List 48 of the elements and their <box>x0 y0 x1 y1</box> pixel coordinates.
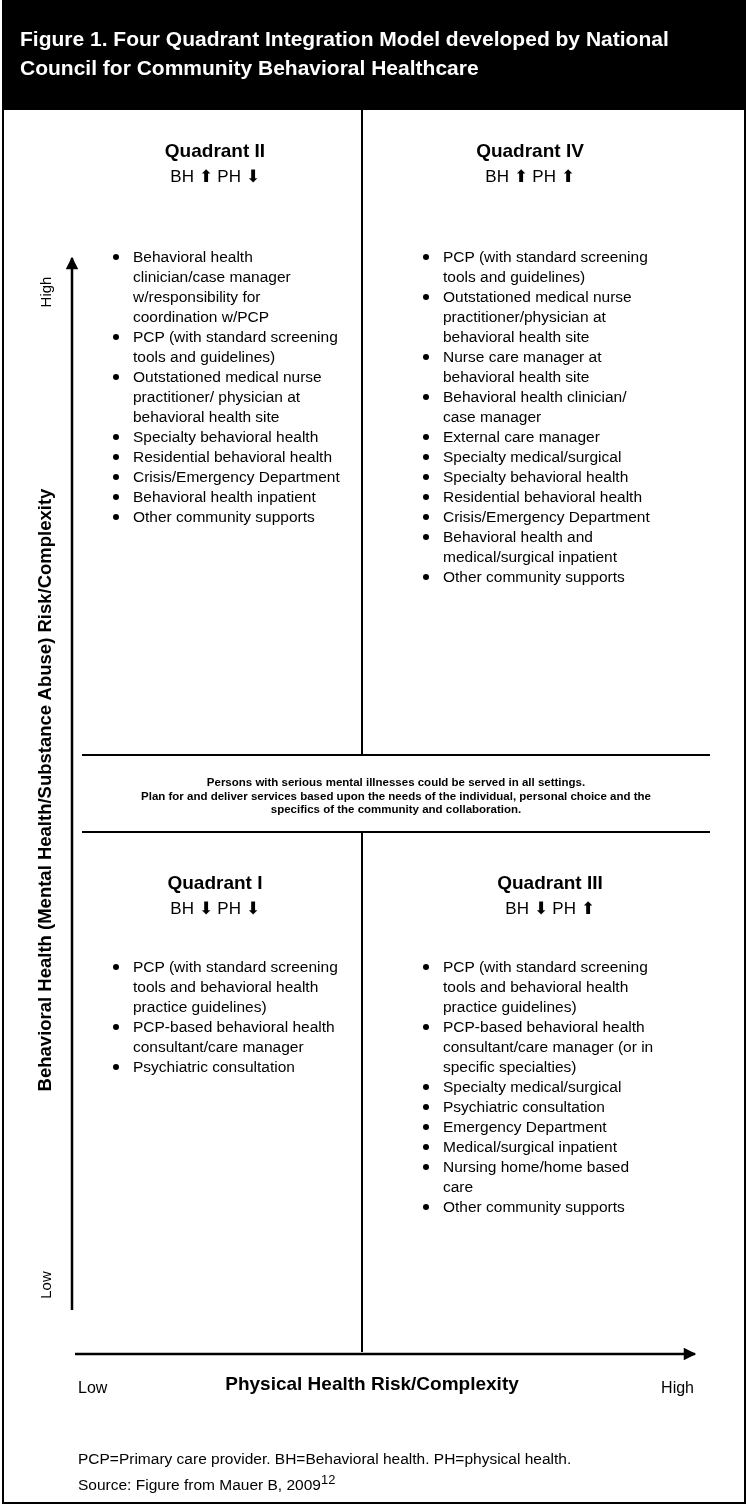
list-item: Behavioral health and medical/surgical inpatient <box>420 527 660 567</box>
risk-indicator: BH ⬆ PH ⬆ <box>484 166 576 187</box>
risk-indicator: BH ⬇ PH ⬇ <box>169 898 261 919</box>
risk-indicator: BH ⬇ PH ⬆ <box>504 898 596 919</box>
list-item: PCP-based behavioral health consultant/care manager <box>110 1017 342 1057</box>
list-item: Specialty behavioral health <box>420 467 660 487</box>
list-item: Medical/surgical inpatient <box>420 1137 660 1157</box>
quadrant-heading: Quadrant I <box>166 872 264 894</box>
list-item: Emergency Department <box>420 1117 660 1137</box>
list-item: Behavioral health clinician/ case manager <box>420 387 660 427</box>
list-item: PCP (with standard screening tools and guidelines) <box>110 327 342 367</box>
list-item: Other community supports <box>420 1197 660 1217</box>
footnote: PCP=Primary care provider. BH=Behavioral health. PH=physical health. <box>78 1450 572 1468</box>
list-item: Psychiatric consultation <box>110 1057 342 1077</box>
list-item: PCP (with standard screening tools and behavioral health practice guidelines) <box>110 957 342 1017</box>
risk-indicator: BH ⬆ PH ⬇ <box>169 166 261 187</box>
list-item: PCP-based behavioral health consultant/care manager (or in specific specialties) <box>420 1017 660 1077</box>
axis-level-label: Low <box>78 1379 108 1397</box>
list-item: Crisis/Emergency Department <box>420 507 660 527</box>
quadrant-heading: Quadrant IV <box>475 140 585 162</box>
list-item: Other community supports <box>420 567 660 587</box>
list-item: Nurse care manager at behavioral health site <box>420 347 660 387</box>
list-item: Outstationed medical nurse practitioner/physician at behavioral health site <box>420 287 660 347</box>
list-item: Specialty medical/surgical <box>420 1077 660 1097</box>
axis-level-label: Low <box>36 1271 54 1299</box>
list-item: Residential behavioral health <box>110 447 342 467</box>
list-item: Residential behavioral health <box>420 487 660 507</box>
list-item: PCP (with standard screening tools and behavioral health practice guidelines) <box>420 957 660 1017</box>
note-text: Plan for and deliver services based upon the needs of the individual, personal choice and the specifics of the community and collaboration. <box>140 790 652 816</box>
list-item: Specialty behavioral health <box>110 427 342 447</box>
footnote: Source: Figure from Mauer B, 2009$^{12}$ <box>78 1472 336 1495</box>
quadrant-heading: Quadrant III <box>496 872 604 894</box>
figure-title: Figure 1. Four Quadrant Integration Model developed by National Council for Community Behavioral Healthcare <box>4 2 745 110</box>
list-item: Outstationed medical nurse practitioner/ physician at behavioral health site <box>110 367 342 427</box>
list-item: Other community supports <box>110 507 342 527</box>
list-item: Crisis/Emergency Department <box>110 467 342 487</box>
list-item: Behavioral health inpatient <box>110 487 342 507</box>
list-item: Psychiatric consultation <box>420 1097 660 1117</box>
quadrant-heading: Quadrant II <box>163 140 267 162</box>
list-item: External care manager <box>420 427 660 447</box>
list-item: Nursing home/home based care <box>420 1157 660 1197</box>
axis-level-label: High <box>36 276 54 308</box>
list-item: Behavioral health clinician/case manager w/responsibility for coordination w/PCP <box>110 247 342 327</box>
note-text: Persons with serious mental illnesses could be served in all settings. <box>205 776 587 789</box>
list-item: Specialty medical/surgical <box>420 447 660 467</box>
y-axis-title: Behavioral Health (Mental Health/Substance Abuse) Risk/Complexity <box>34 488 56 1092</box>
axis-level-label: High <box>661 1379 694 1397</box>
list-item: PCP (with standard screening tools and guidelines) <box>420 247 660 287</box>
